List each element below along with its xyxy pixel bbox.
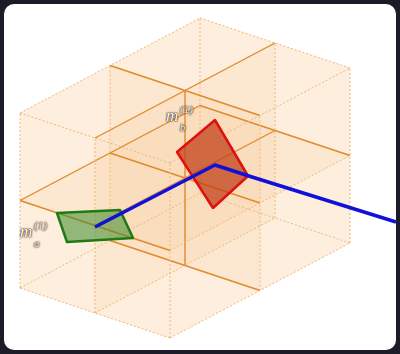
grid-line (20, 113, 170, 163)
grid-line (95, 43, 275, 138)
math-label: m (20, 222, 32, 241)
math-label: b (180, 121, 186, 133)
label-wrap: m (166, 106, 178, 126)
math-label: (1) (34, 219, 47, 231)
ray-path (95, 165, 396, 227)
grid-line (110, 66, 260, 116)
grid-line (200, 18, 350, 68)
label-wrap: b (180, 117, 186, 135)
math-label: m (166, 106, 178, 125)
label-wrap: (1) (180, 99, 193, 117)
math-label: (1) (180, 103, 193, 115)
label-wrap: a (34, 233, 40, 251)
frame (4, 4, 396, 350)
math-label: a (34, 237, 40, 249)
grid-line (275, 43, 276, 218)
label-wrap: m (20, 222, 32, 242)
label-wrap: (1) (34, 215, 47, 233)
cube-grid (20, 18, 350, 338)
red-cell-face (177, 120, 248, 208)
grid-line (350, 68, 351, 243)
